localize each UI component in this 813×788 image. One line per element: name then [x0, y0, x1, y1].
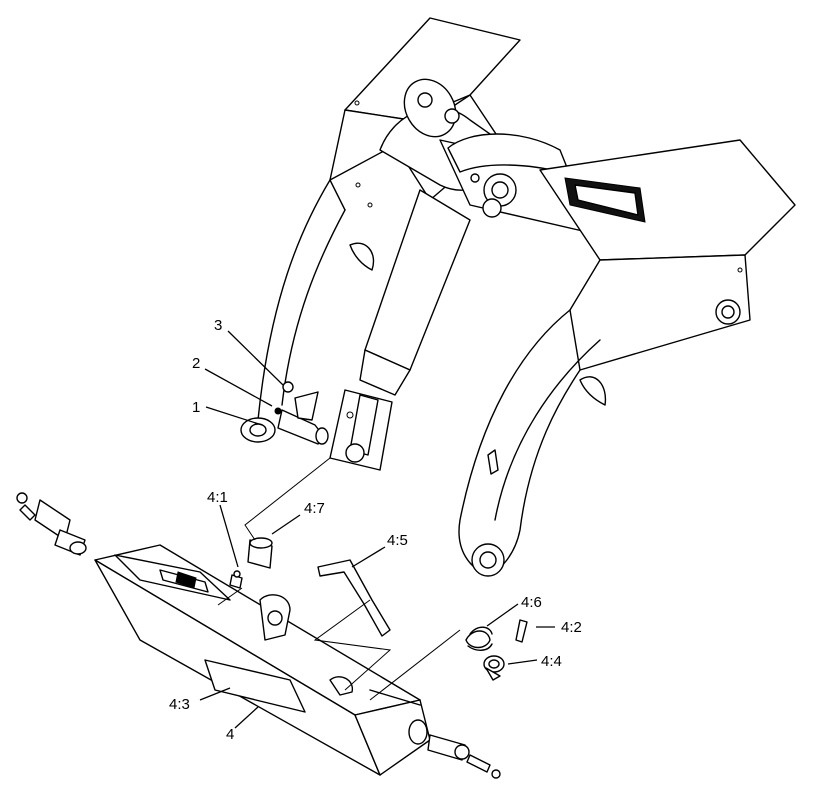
handle-rod-part	[317, 559, 391, 637]
callout-2: 2	[192, 355, 200, 372]
callout-3: 3	[214, 317, 222, 334]
callout-leaders	[199, 330, 555, 729]
loader-arm-frame	[240, 17, 796, 577]
cam-washer-part	[483, 655, 505, 681]
callout-4: 4	[226, 726, 234, 743]
callout-4-3: 4:3	[169, 696, 190, 713]
callout-4-4: 4:4	[541, 653, 562, 670]
pivot-pin-assembly	[274, 381, 329, 445]
bushing-part	[247, 537, 273, 569]
callout-4-5: 4:5	[387, 532, 408, 549]
roll-pin-part	[515, 619, 528, 643]
explosion-lines	[217, 457, 461, 701]
callout-4-2: 4:2	[561, 619, 582, 636]
spring-part	[465, 626, 493, 651]
attachment-plate	[94, 544, 431, 776]
grease-fitting-part	[229, 570, 243, 589]
callout-4-1: 4:1	[207, 489, 228, 506]
callout-labels: 3 2 1 4:1 4:7 4:5 4:6 4:2 4:4 4:3 4	[169, 317, 582, 743]
left-latch-hardware	[16, 492, 87, 556]
callout-4-6: 4:6	[521, 594, 542, 611]
right-latch-hardware	[408, 719, 501, 779]
callout-1: 1	[192, 399, 200, 416]
callout-4-7: 4:7	[304, 500, 325, 517]
